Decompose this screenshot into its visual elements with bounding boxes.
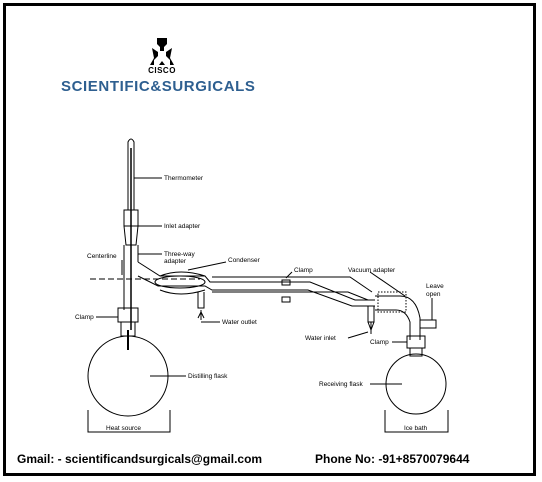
label-clamp-top: Clamp xyxy=(294,267,313,274)
inlet-adapter xyxy=(123,209,139,227)
clamp-top-mark xyxy=(281,279,291,286)
ice-bath-bracket xyxy=(384,410,449,433)
label-distilling-flask: Distilling flask xyxy=(188,373,228,380)
label-water-inlet: Water inlet xyxy=(305,335,336,342)
leader-vacuum-adapter xyxy=(369,271,406,297)
label-vacuum-adapter: Vacuum adapter xyxy=(348,267,396,274)
water-inlet-arrow xyxy=(367,321,375,334)
label-leave-open-1: Leave xyxy=(426,283,444,290)
page-border xyxy=(3,3,536,476)
vacuum-side-arm xyxy=(420,319,437,329)
water-outlet-arrow xyxy=(197,310,205,320)
label-leave-open-2: open xyxy=(426,291,441,298)
label-centerline: Centerline xyxy=(87,253,117,260)
label-thermometer: Thermometer xyxy=(164,175,204,182)
water-outlet-tube xyxy=(197,292,205,309)
label-three-way-2: adapter xyxy=(164,258,187,265)
label-ice-bath: Ice bath xyxy=(404,425,428,432)
vacuum-adapter xyxy=(375,295,421,340)
heat-source-bracket xyxy=(87,410,171,433)
leader-water-inlet xyxy=(347,331,369,339)
cisco-flask-logo-icon xyxy=(150,38,174,65)
footer-gmail: Gmail: - scientificandsurgicals@gmail.co… xyxy=(17,452,263,466)
condenser-body xyxy=(137,261,375,307)
inlet-adapter-joint xyxy=(123,225,139,246)
company-name: SCIENTIFIC&SURGICALS xyxy=(61,78,256,95)
label-inlet-adapter: Inlet adapter xyxy=(164,223,201,230)
label-condenser: Condenser xyxy=(228,257,261,264)
clamp-left xyxy=(117,307,139,323)
thermometer-body xyxy=(127,138,135,211)
label-clamp-right: Clamp xyxy=(370,339,389,346)
label-three-way-1: Three-way xyxy=(164,251,195,258)
label-clamp-left: Clamp xyxy=(75,314,94,321)
water-inlet-tube xyxy=(367,306,375,323)
condenser-jacket-left xyxy=(154,275,206,289)
vacuum-adapter-joint xyxy=(377,291,407,313)
footer-phone: Phone No: -91+8570079644 xyxy=(315,452,470,466)
label-heat-source: Heat source xyxy=(106,425,141,432)
label-water-outlet: Water outlet xyxy=(222,319,257,326)
leader-clamp-top xyxy=(285,271,293,279)
label-receiving-flask: Receiving flask xyxy=(319,381,363,388)
leader-condenser xyxy=(187,261,227,271)
logo-text: CISCO xyxy=(148,66,176,75)
